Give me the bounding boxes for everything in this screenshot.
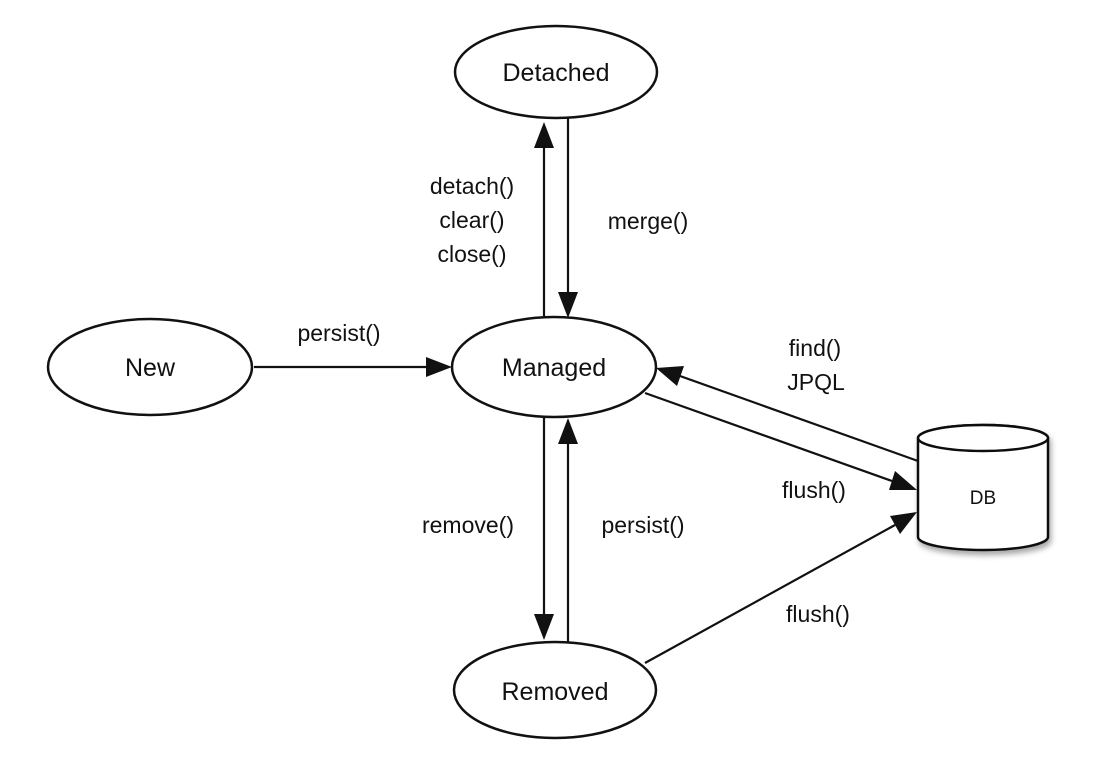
arrowhead-managed-from-db [656,366,684,386]
close-label: close() [437,241,506,267]
detached-ellipse [453,24,659,120]
persist-removed-label: persist() [601,512,684,538]
removed-label: Removed [502,678,609,706]
jpql-label: JPQL [787,369,845,395]
db-cylinder-top [916,423,1050,453]
managed-label: Managed [502,354,606,382]
node-new: New [46,317,254,417]
clear-label: clear() [439,207,504,233]
find-label: find() [789,335,841,361]
edge-managed-to-db [644,391,893,483]
arrowhead-managed-from-removed [558,418,578,444]
db-label: DB [970,488,996,509]
arrowhead-removed [534,614,554,640]
arrowhead-db-from-removed [890,512,917,534]
edges [254,118,919,664]
new-label: New [125,354,176,382]
arrowhead-managed-from-new [426,357,452,377]
detach-label: detach() [430,173,514,199]
persist-new-label: persist() [297,320,380,346]
node-removed: Removed [452,640,658,740]
remove-label: remove() [422,512,514,538]
arrowhead-managed-from-detached [558,292,578,318]
edge-db-to-managed [679,374,919,463]
flush-removed-label: flush() [786,601,850,627]
removed-ellipse [452,640,658,740]
node-managed: Managed [450,315,658,419]
detached-label: Detached [502,59,609,87]
edge-labels: detach() clear() close() merge() persist… [297,173,849,627]
arrowhead-db-from-managed [889,471,917,490]
node-db [916,423,1050,552]
flush-managed-label: flush() [782,477,846,503]
edge-removed-to-db [644,524,896,664]
managed-ellipse [450,315,658,419]
node-detached: Detached [453,24,659,120]
arrowhead-detached [534,122,554,148]
merge-label: merge() [608,208,689,234]
new-ellipse [46,317,254,417]
